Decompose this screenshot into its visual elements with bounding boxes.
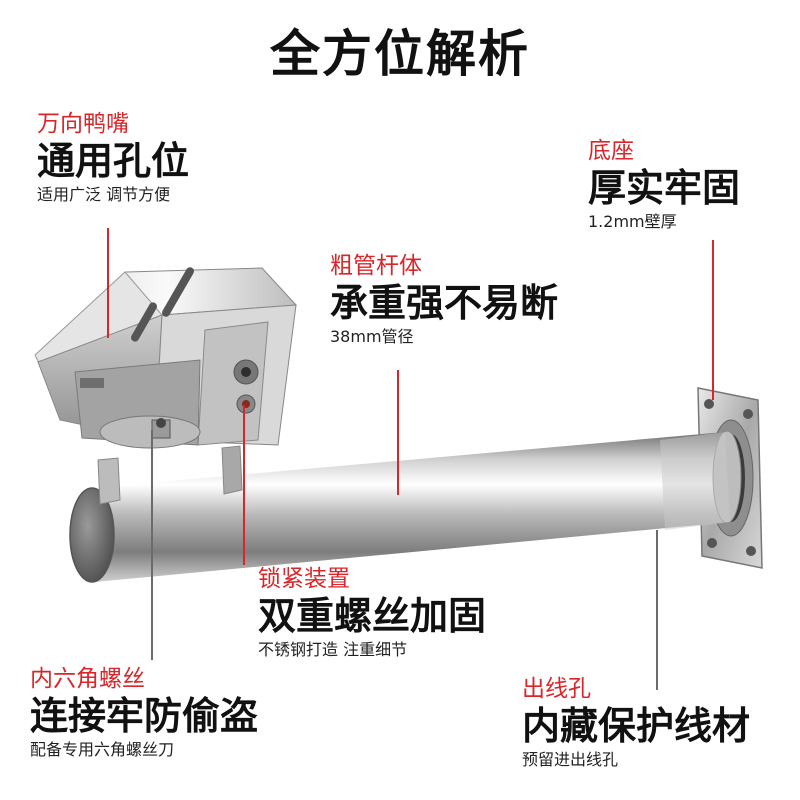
callout-subtext: 1.2mm壁厚: [588, 212, 677, 231]
base-pointer-line: [712, 240, 714, 400]
callout-heading: 内藏保护线材: [522, 704, 751, 748]
callout-tube: 粗管杆体 承重强不易断 38mm管径: [330, 252, 558, 348]
callout-tag: 万向鸭嘴: [37, 111, 129, 137]
camera-mount-box: [34, 267, 298, 449]
callout-cable: 出线孔 内藏保护线材 预留进出线孔: [522, 675, 750, 771]
callout-subtext: 不锈钢打造 注重细节: [258, 640, 408, 659]
screw-pointer-line: [151, 430, 153, 660]
callout-subtext: 适用广泛 调节方便: [37, 185, 171, 204]
callout-heading: 厚实牢固: [588, 166, 741, 210]
callout-subtext: 38mm管径: [330, 327, 414, 346]
callout-subtext: 预留进出线孔: [522, 750, 619, 769]
callout-tag: 粗管杆体: [330, 253, 422, 279]
callout-heading: 连接牢防偷盗: [30, 694, 259, 738]
callout-swivel: 万向鸭嘴 通用孔位 适用广泛 调节方便: [37, 110, 189, 206]
lock-pointer-line: [243, 405, 245, 565]
tube-pointer-line: [397, 370, 399, 495]
support-stem: [97, 445, 243, 505]
callout-heading: 通用孔位: [37, 139, 190, 183]
callout-heading: 承重强不易断: [330, 281, 559, 325]
callout-heading: 双重螺丝加固: [258, 594, 487, 638]
callout-base: 底座 厚实牢固 1.2mm壁厚: [588, 137, 740, 233]
callout-lock: 锁紧装置 双重螺丝加固 不锈钢打造 注重细节: [258, 565, 486, 661]
callout-tag: 出线孔: [522, 676, 591, 702]
callout-tag: 底座: [588, 138, 634, 164]
callout-subtext: 配备专用六角螺丝刀: [30, 740, 175, 759]
callout-screw: 内六角螺丝 连接牢防偷盗 配备专用六角螺丝刀: [30, 665, 258, 761]
page-title: 全方位解析: [270, 25, 530, 83]
callout-tag: 内六角螺丝: [30, 666, 145, 692]
main-tube: [69, 430, 742, 583]
cable-pointer-line: [656, 530, 658, 690]
swivel-pointer-line: [107, 228, 109, 338]
callout-tag: 锁紧装置: [258, 566, 350, 592]
